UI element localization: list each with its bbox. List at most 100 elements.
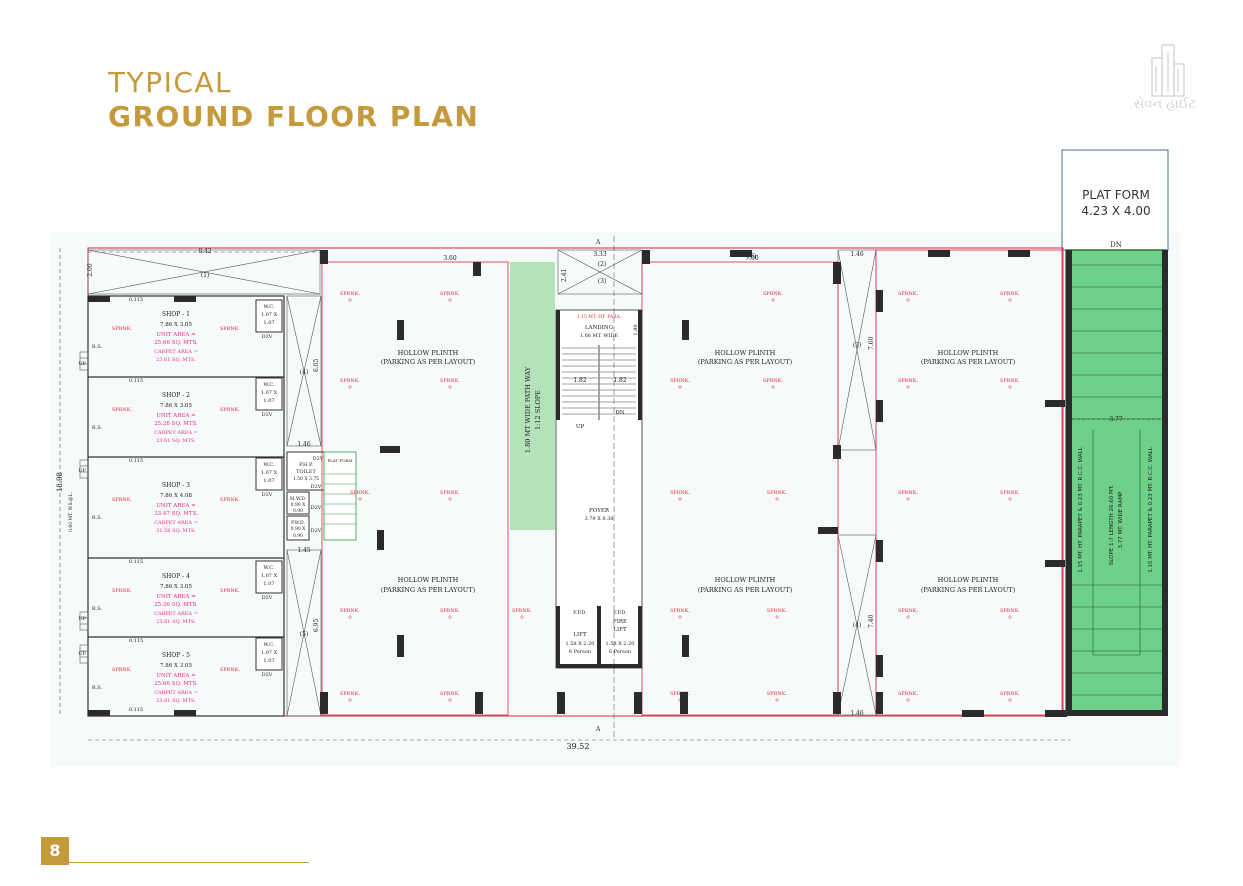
shop-unit-label: UNIT AREA = [156, 413, 196, 419]
ramp-width: 3.77 [1109, 416, 1123, 423]
wc-size: 1.07 X [261, 573, 278, 579]
shop-name: SHOP - 2 [162, 392, 190, 399]
sprinkler-label: SPRNK. [440, 691, 461, 697]
ramp-width-label: 3.77 MT. WIDE RAMP [1118, 491, 1124, 549]
shop-width: 0.115 [129, 378, 143, 384]
lift-cap: 6 Person [569, 649, 592, 655]
stair-treads [562, 347, 636, 415]
shop-name: SHOP - 4 [162, 573, 190, 580]
dim-bottom-total: 39.52 [567, 742, 590, 751]
shop-name: SHOP - 1 [162, 311, 190, 318]
columns [320, 250, 1067, 717]
sprinkler-label: SPRNK. [898, 608, 919, 614]
fire-lift-label: FIRE [613, 619, 627, 625]
sprinkler-label: SPRNK. [898, 490, 919, 496]
pwd-size: 0.90 X [291, 526, 306, 532]
shop-width: 0.115 [129, 297, 143, 303]
sprinkler-icon [358, 497, 362, 501]
sprinkler-label: SPRNK. [1000, 608, 1021, 614]
shop-rs: R.S. [92, 425, 103, 431]
d2v-c: D2V [311, 505, 322, 511]
shop-unit-label: UNIT AREA = [156, 503, 196, 509]
lift-label: LIFT [573, 632, 587, 638]
shop-unit-label: UNIT AREA = [156, 594, 196, 600]
shop-width: 0.115 [129, 458, 143, 464]
sprinkler-icon [906, 497, 910, 501]
wc-label: W.C. [263, 462, 275, 468]
pwd-size2: 0.90 [293, 533, 303, 539]
wc-size2: 1.07 [263, 581, 274, 587]
dim-top-b: 2.41 [561, 269, 568, 282]
shop-unit: 33.47 SQ. MTS. [154, 511, 198, 517]
shop-carpet: 23.61 SQ. MTS. [156, 438, 196, 444]
dim-col-695: 6.95 [313, 618, 320, 632]
foyer-size: 3.79 X 8.38 [584, 516, 613, 522]
shop-unit: 25.66 SQ. MTS. [154, 340, 198, 346]
sprinkler-label: SPRNK. [670, 608, 691, 614]
shop-sprnk-left: SPRNK. [112, 497, 133, 503]
sprinkler-label: SPRNK. [340, 378, 361, 384]
wc-boxes [255, 299, 283, 671]
sprinkler-icon [771, 298, 775, 302]
sprinkler-icon [448, 298, 452, 302]
sprinkler-label: SPRNK. [340, 291, 361, 297]
stair-dim-1: 1.82 [573, 377, 587, 384]
sprinkler-label: SPRNK. [1000, 291, 1021, 297]
num-4: (4) [300, 369, 309, 376]
sprinkler-icon [1008, 497, 1012, 501]
shop-dividers [88, 376, 284, 638]
shop-name: SHOP - 3 [162, 482, 190, 489]
sprinkler-label: SPRNK. [1000, 378, 1021, 384]
d2v-d: D2V [311, 528, 322, 534]
dim-top-1: 1.46 [850, 251, 864, 258]
wc-size2: 1.07 [263, 320, 274, 326]
shop-rs: R.S. [92, 515, 103, 521]
shop-size: 7.86 X 3.05 [160, 663, 192, 669]
shop-unit-label: UNIT AREA = [156, 332, 196, 338]
small-plat-form [323, 451, 357, 541]
sprinkler-label: SPRNK. [767, 691, 788, 697]
wc-size2: 1.07 [263, 398, 274, 404]
stair-dn: DN [615, 410, 624, 416]
shop-sprnk-left: SPRNK. [112, 588, 133, 594]
sprinkler-icon [678, 615, 682, 619]
dim-146b: 1.46 [850, 710, 864, 717]
dim-col-605: 6.05 [313, 358, 320, 372]
num-5: (5) [300, 631, 309, 638]
wc-label: W.C. [263, 382, 275, 388]
dim-col-760: 7.60 [868, 336, 875, 350]
fire-lift-label2: LIFT [613, 627, 627, 633]
foyer-label: FOYER [589, 508, 610, 514]
wc-size2: 1.07 [263, 478, 274, 484]
path-way [510, 262, 555, 530]
sprinkler-label: SPRNK. [763, 378, 784, 384]
ramp-slope: SLOPE 1:7 LENGTH 26.60 MT. [1109, 485, 1115, 566]
landing-size: 1.66 MT. WIDE [580, 333, 619, 339]
parapet-right: 1.15 MT. HT. PARAPET & 0.23 MT. R.C.C. W… [1148, 446, 1154, 573]
shop-unit-label: UNIT AREA = [156, 673, 196, 679]
plat-form-dn: DN [1110, 241, 1122, 249]
shop-sprnk-right: SPRNK. [220, 588, 241, 594]
sprinkler-icon [775, 698, 779, 702]
sprinkler-icon [1008, 385, 1012, 389]
dim-left-total: 18.98 [56, 472, 64, 492]
wc-d2v: D2V [262, 595, 273, 601]
shop-unit: 25.66 SQ. MTS. [154, 681, 198, 687]
sprinkler-icon [771, 385, 775, 389]
sprinkler-label: SPRNK. [898, 291, 919, 297]
sprinkler-icon [906, 698, 910, 702]
shop-unit: 25.26 SQ. MTS. [154, 421, 198, 427]
path-way-slope: 1:12 SLOPE [534, 390, 542, 430]
shop-unit: 25.26 SQ. MTS. [154, 602, 198, 608]
service-rooms [286, 451, 326, 541]
sprinkler-label: SPRNK. [767, 490, 788, 496]
sprinkler-label: SPRNK. [767, 608, 788, 614]
dim-side-top: 2.00 [87, 263, 94, 277]
num-1: (1) [201, 272, 210, 279]
shop-up: UP [78, 361, 86, 367]
shop-carpet-label: CARPET AREA = [154, 690, 198, 696]
dim-col-740: 7.40 [868, 614, 875, 628]
sprinkler-label: SPRNK. [350, 490, 371, 496]
